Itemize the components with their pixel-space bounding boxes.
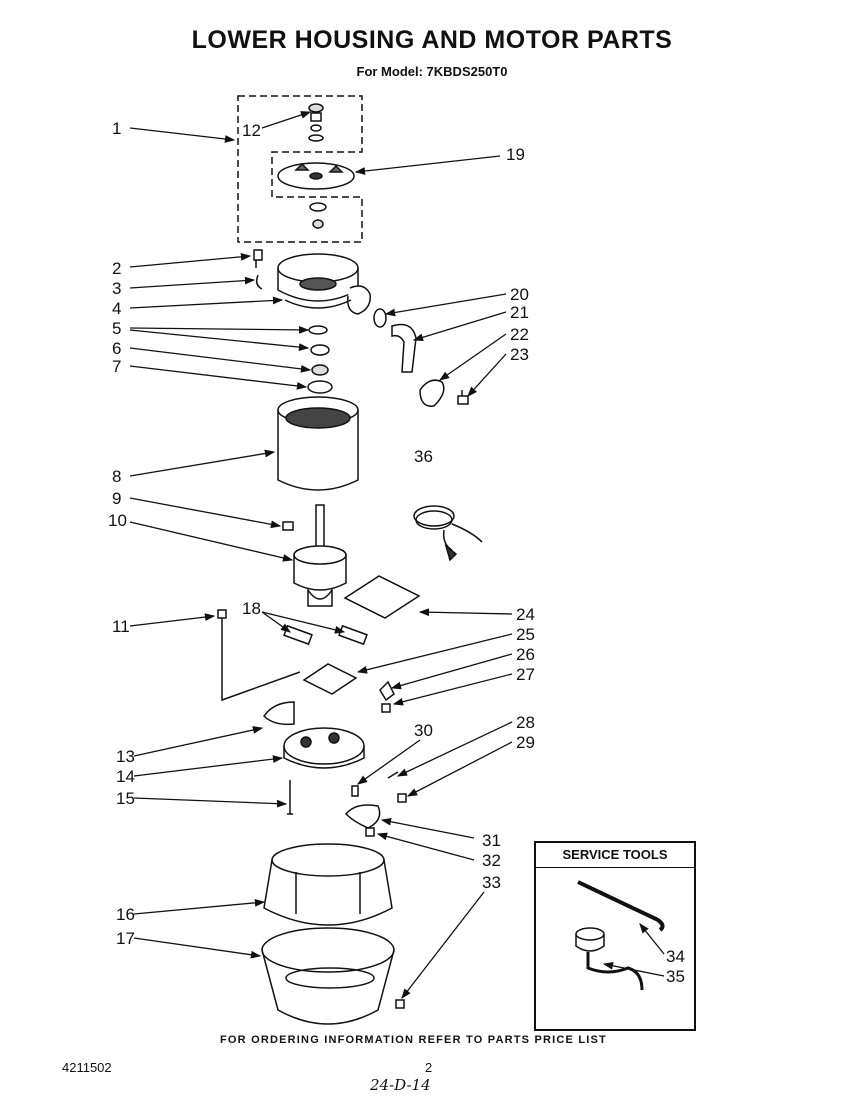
part-2-screw [253,249,263,268]
part-18-brush-a [283,624,313,646]
handwritten-mark: 24-D-14 [370,1076,431,1094]
part-15-bolt [287,780,293,815]
callout-10: 10 [108,511,127,530]
part-8-stator [277,396,359,491]
callout-28: 28 [516,713,535,732]
callout-6: 6 [112,339,121,358]
callout-35: 35 [666,967,685,986]
part-22-clamp [419,379,445,407]
part-4-upper-housing [277,253,371,315]
part-16-housing [263,843,393,926]
part-28-clip [387,771,399,779]
service-tools-title: SERVICE TOOLS [536,843,694,868]
part-34-wrench [577,880,665,932]
part-6-washer-2 [311,364,329,376]
callout-13: 13 [116,747,135,766]
ordering-note: FOR ORDERING INFORMATION REFER TO PARTS … [220,1034,607,1046]
part-12-fastener-stack [308,103,324,142]
assembly-dashed-box [237,95,363,243]
part-27-switch [379,680,395,713]
callout-4: 4 [112,299,121,318]
callout-5: 5 [112,319,121,338]
part-35-jam-tool [575,927,644,991]
part-36-power-cord [413,505,483,562]
callout-22: 22 [510,325,529,344]
part-19-turntable [277,162,355,190]
callout-17: 17 [116,929,135,948]
part-11-leader [221,640,301,702]
part-11-screw [217,609,227,640]
callout-1: 1 [112,119,121,138]
callout-9: 9 [112,489,121,508]
callout-labels: 1 2 3 4 5 6 7 8 9 10 11 12 13 14 15 16 1… [108,119,685,986]
part-18-brush-b [338,624,368,646]
part-13-capacitor [263,701,295,726]
callout-26: 26 [516,645,535,664]
part-25-bearing-plate [302,663,358,695]
part-10-rotor [293,504,347,607]
callout-27: 27 [516,665,535,684]
part-6-washer [310,344,330,356]
model-subtitle: For Model: 7KBDS250T0 [356,64,508,79]
callout-36: 36 [414,447,433,466]
callout-3: 3 [112,279,121,298]
part-5-washer [308,325,328,335]
callout-21: 21 [510,303,529,322]
part-24-brush-board [343,575,421,619]
callout-33: 33 [482,873,501,892]
part-31-cover [344,804,381,829]
part-32-screw [365,827,375,837]
callout-11: 11 [112,617,130,636]
part-20-gasket [373,308,387,328]
callout-7: 7 [112,357,121,376]
callout-18: 18 [242,599,261,618]
callout-23: 23 [510,345,529,364]
callout-19: 19 [506,145,525,164]
part-7-seal [307,380,333,394]
callout-14: 14 [116,767,135,786]
callout-31: 31 [482,831,501,850]
part-3-clip [255,274,263,290]
callout-16: 16 [116,905,135,924]
part-21-elbow [391,323,417,373]
part-9-nut [282,521,294,531]
page-title: LOWER HOUSING AND MOTOR PARTS [191,26,673,54]
callout-32: 32 [482,851,501,870]
callout-34: 34 [666,947,685,966]
part-14-end-frame [283,727,365,769]
callout-25: 25 [516,625,535,644]
callout-15: 15 [116,789,135,808]
part-29-screw [397,793,407,803]
part-17-bottom-shield [261,927,395,1025]
part-23-bolt [457,390,469,405]
callout-8: 8 [112,467,121,486]
page-number: 2 [425,1060,433,1075]
callout-20: 20 [510,285,529,304]
callout-29: 29 [516,733,535,752]
callout-30: 30 [414,721,433,740]
callout-24: 24 [516,605,535,624]
part-lower-fastener [309,202,327,229]
part-33-screw [395,999,405,1009]
callout-12: 12 [242,121,261,140]
callout-2: 2 [112,259,121,278]
document-number: 4211502 [62,1060,112,1075]
service-tools-box: SERVICE TOOLS [534,841,696,1031]
part-30-screw [351,785,359,797]
